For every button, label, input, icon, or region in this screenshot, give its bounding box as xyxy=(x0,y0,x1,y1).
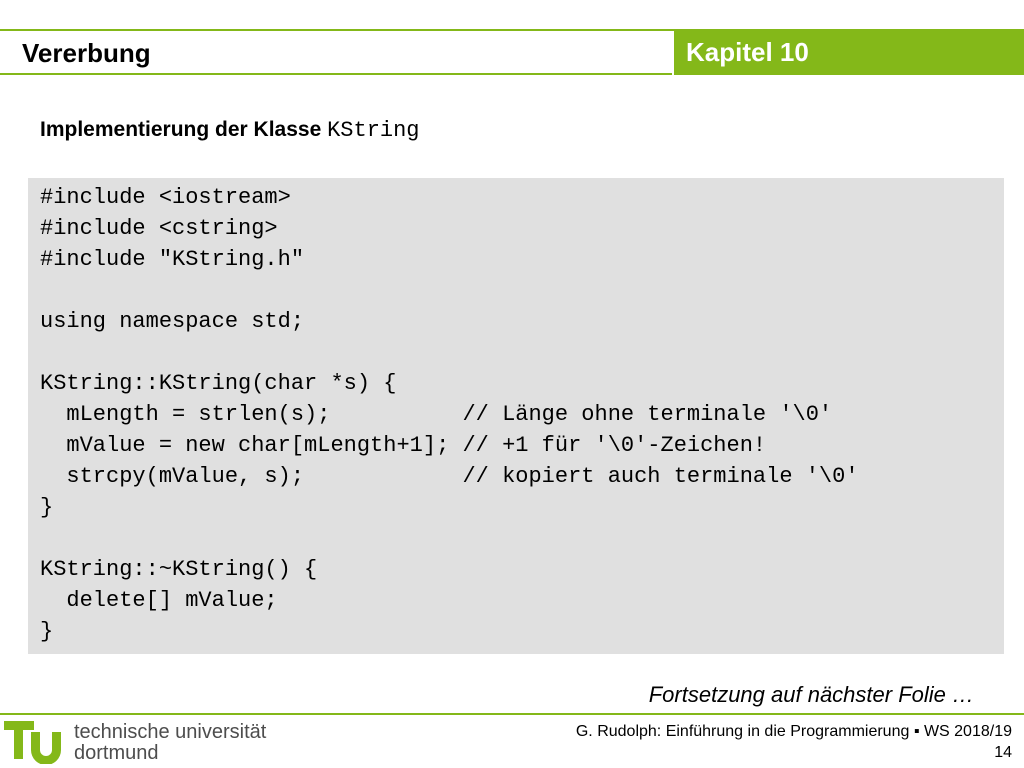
code-line-5: using namespace std; xyxy=(40,309,305,334)
code-line-3: #include "KString.h" xyxy=(40,247,305,272)
footer-credit: G. Rudolph: Einführung in die Programmie… xyxy=(575,723,1012,740)
header-top-rule xyxy=(0,29,1024,31)
code-line-1: #include <iostream> xyxy=(40,185,291,210)
code-line-15: } xyxy=(40,619,54,644)
header-bottom-rule xyxy=(0,73,672,75)
slide-subtitle: Implementierung der Klasse KString xyxy=(40,114,420,147)
university-name-line2: dortmund xyxy=(74,742,159,764)
tu-logo-icon xyxy=(4,721,61,764)
code-line-9: mValue = new char[mLength+1]; // +1 für … xyxy=(40,433,767,458)
page-number: 14 xyxy=(994,744,1012,761)
subtitle-text: Implementierung der Klasse xyxy=(40,118,328,141)
code-line-14: delete[] mValue; xyxy=(40,588,278,613)
code-line-7: KString::KString(char *s) { xyxy=(40,371,397,396)
chapter-label: Kapitel 10 xyxy=(686,37,809,67)
code-block: #include <iostream> #include <cstring> #… xyxy=(28,178,1004,654)
university-name-line1: technische universität xyxy=(74,721,267,743)
university-name: technische universität dortmund xyxy=(74,722,266,764)
code-line-11: } xyxy=(40,495,54,520)
code-line-10: strcpy(mValue, s); // kopiert auch termi… xyxy=(40,464,859,489)
continuation-note: Fortsetzung auf nächster Folie … xyxy=(648,682,974,707)
code-line-8: mLength = strlen(s); // Länge ohne termi… xyxy=(40,402,833,427)
slide-title: Vererbung xyxy=(22,38,151,68)
chapter-badge: Kapitel 10 xyxy=(674,29,1024,75)
footer-rule xyxy=(0,713,1024,715)
code-line-2: #include <cstring> xyxy=(40,216,278,241)
code-line-13: KString::~KString() { xyxy=(40,557,318,582)
subtitle-code: KString xyxy=(327,118,420,143)
